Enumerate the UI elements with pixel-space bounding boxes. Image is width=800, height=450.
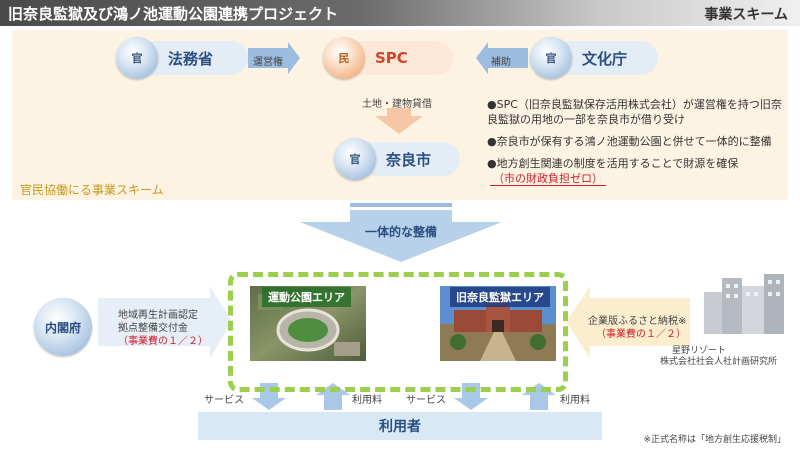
naikaku-badge: 内閣府 xyxy=(34,298,92,356)
right-funding-arrow xyxy=(566,286,690,358)
moj-name: 法務省 xyxy=(168,49,214,68)
left-funding-share: （事業費の１／２） xyxy=(118,336,208,347)
bullet-spc: ●SPC（旧奈良監獄保存活用株式会社）が運営権を持つ旧奈良監獄の用地の一部を奈良… xyxy=(487,98,782,126)
service1-label: サービス xyxy=(204,395,244,406)
spc-pill: SPC xyxy=(345,41,453,75)
hojo-arrow xyxy=(476,42,528,74)
buildings-illustration xyxy=(704,274,784,334)
tochi-arrow xyxy=(375,108,423,134)
spc-badge: 民 xyxy=(323,37,365,79)
header-bar xyxy=(0,0,800,26)
fee2-label: 利用料 xyxy=(560,395,590,406)
moj-badge: 官 xyxy=(116,37,158,79)
prison-area-label: 旧奈良監獄エリア xyxy=(450,287,550,307)
users-bar: 利用者 xyxy=(198,412,602,440)
bunka-name: 文化庁 xyxy=(582,49,628,68)
unei-label: 運営権 xyxy=(253,57,283,68)
left-funding-line1: 地域再生計画認定 xyxy=(118,310,198,321)
hojo-label: 補助 xyxy=(491,57,511,68)
page-title: 旧奈良監獄及び鴻ノ池運動公園連携プロジェクト xyxy=(8,5,339,23)
integrated-arrow-stem-top xyxy=(350,203,452,207)
donor-institute: 株式会社社会人社計画研究所 xyxy=(660,357,778,367)
bullet-finance: ●地方創生関連の制度を活用することで財源を確保 xyxy=(487,157,739,170)
spc-name: SPC xyxy=(375,49,408,67)
project-area-border xyxy=(228,272,568,392)
fee1-label: 利用料 xyxy=(352,395,382,406)
nara-name: 奈良市 xyxy=(386,150,432,169)
right-funding-share: （事業費の１／２） xyxy=(596,329,686,340)
service2-label: サービス xyxy=(406,395,446,406)
integrated-label: 一体的な整備 xyxy=(364,225,437,239)
bullet-integrated: ●奈良市が保有する鴻ノ池運動公園と併せて一体的に整備 xyxy=(487,135,772,148)
scheme-bullets: ●SPC（旧奈良監獄保存活用株式会社）が運営権を持つ旧奈良監獄の用地の一部を奈良… xyxy=(487,97,787,186)
integrated-arrow-stem xyxy=(350,210,452,222)
tochi-label: 土地・建物貸借 xyxy=(362,99,432,110)
right-funding-line1: 企業版ふるさと納税※ xyxy=(588,316,687,327)
section-label: 事業スキーム xyxy=(704,7,788,23)
left-funding-arrow xyxy=(98,286,232,358)
finance-note: （市の財政負担ゼロ） xyxy=(490,172,606,186)
nara-badge: 官 xyxy=(334,138,376,180)
park-area-label: 運動公園エリア xyxy=(262,287,351,307)
integrated-arrow-head xyxy=(300,222,502,262)
scheme-caption: 官民協働にる事業スキーム xyxy=(20,183,164,197)
donor-hoshino: 星野リゾート xyxy=(672,346,727,356)
bunka-badge: 官 xyxy=(530,37,572,79)
footnote: ※正式名称は「地方創生応援税制」 xyxy=(643,435,786,445)
unei-arrow xyxy=(248,42,300,74)
left-funding-line2: 拠点整備交付金 xyxy=(118,323,188,334)
